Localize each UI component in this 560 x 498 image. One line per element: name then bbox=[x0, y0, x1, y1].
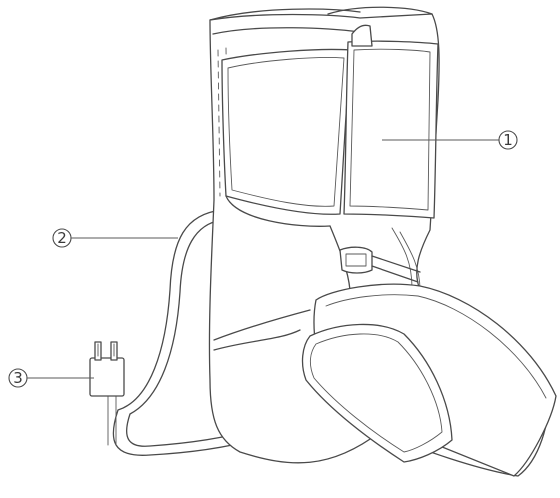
air-inlet-port bbox=[339, 246, 421, 283]
callout-1-label: 1 bbox=[503, 131, 513, 149]
callout-2: 2 bbox=[52, 228, 178, 248]
power-plug-connector bbox=[89, 341, 125, 397]
velcro-strap bbox=[343, 24, 439, 219]
callout-3-label: 3 bbox=[13, 369, 23, 387]
callout-2-label: 2 bbox=[57, 229, 67, 247]
callout-1: 1 bbox=[382, 130, 518, 150]
callout-3: 3 bbox=[8, 368, 94, 388]
toe-strap bbox=[301, 323, 453, 463]
